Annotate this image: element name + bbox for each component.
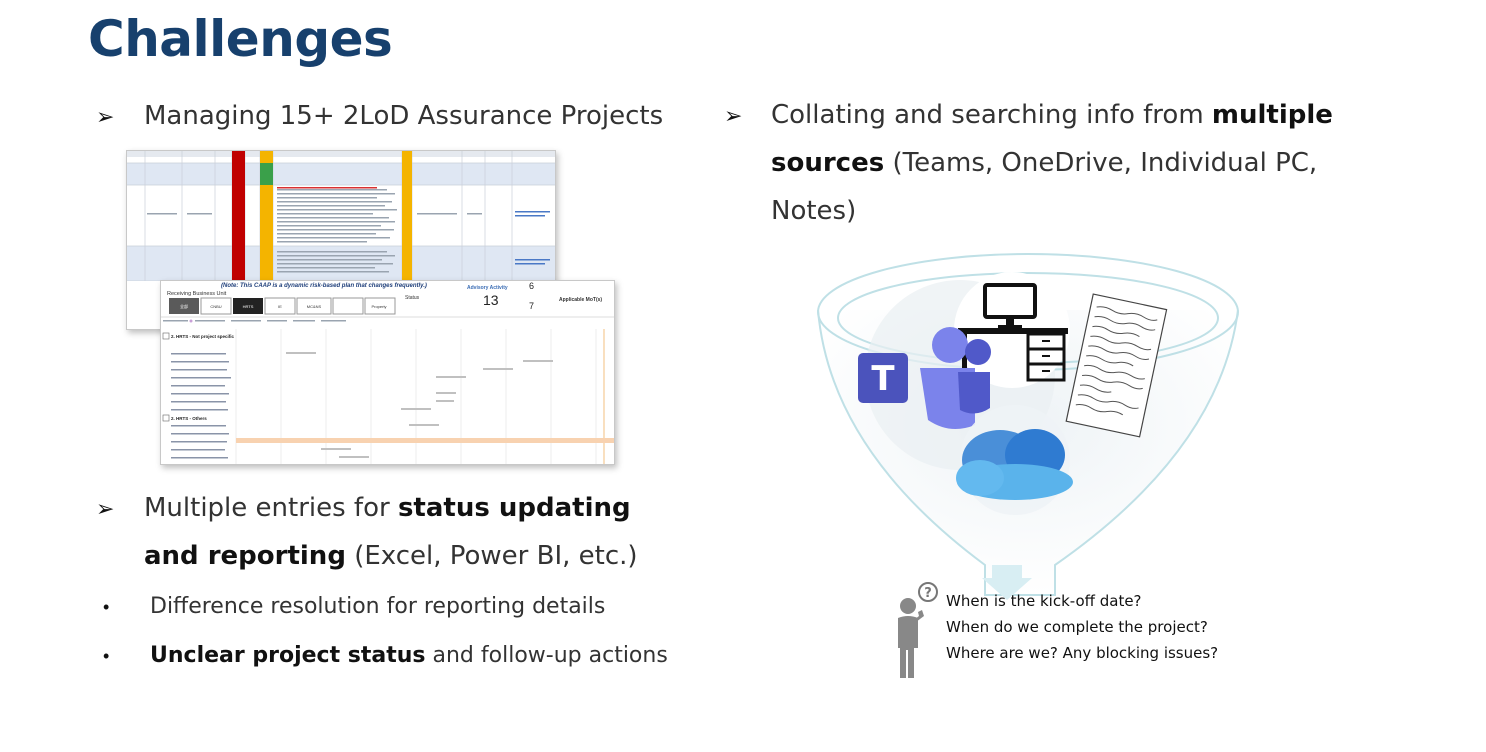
advisory-label: Advisory Activity <box>467 285 508 291</box>
bullet-dot-icon: • <box>103 646 110 666</box>
bullet-status: Multiple entries for status updating and… <box>144 484 664 580</box>
notes-icon <box>1065 293 1168 438</box>
page-title: Challenges <box>88 10 393 68</box>
question-icon: ? <box>918 582 938 602</box>
teams-icon: T <box>858 327 991 429</box>
status-bold: status updating and reporting <box>144 493 631 571</box>
sources-pre: Collating and searching info from <box>771 100 1212 130</box>
bullet-dot-icon: • <box>103 597 110 617</box>
sub-bullet-unclear: Unclear project status and follow-up act… <box>150 643 668 668</box>
unit-button-label: Property <box>371 304 386 309</box>
sub-bullet-difference: Difference resolution for reporting deta… <box>150 594 606 619</box>
dashboard-note: (Note: This CAAP is a dynamic risk-based… <box>221 283 427 289</box>
funnel-illustration: T <box>817 253 1239 600</box>
thinking-person-icon: ? <box>898 582 938 678</box>
status-label: Status <box>405 295 420 301</box>
question-list: When is the kick-off date? When do we co… <box>946 588 1218 666</box>
unit-button-label: CNBU <box>210 304 221 309</box>
question-item: When do we complete the project? <box>946 618 1208 636</box>
count-b: 7 <box>529 301 534 311</box>
status-pre: Multiple entries for <box>144 493 398 523</box>
arrow-bullet-icon: ➢ <box>96 104 115 129</box>
onedrive-icon <box>956 405 1073 515</box>
advisory-count: 13 <box>483 292 499 308</box>
sources-post: (Teams, OneDrive, Individual PC, Notes) <box>771 148 1318 226</box>
unit-button-label: HRTS <box>243 304 254 309</box>
group-b-label: 2. HRTS - Others <box>171 416 207 421</box>
count-a: 6 <box>529 281 534 291</box>
question-item: Where are we? Any blocking issues? <box>946 644 1219 662</box>
bullet-projects: Managing 15+ 2LoD Assurance Projects <box>144 101 664 131</box>
status-post: (Excel, Power BI, etc.) <box>345 541 638 571</box>
question-item: When is the kick-off date? <box>946 592 1142 610</box>
sources-bold: multiple sources <box>771 100 1333 178</box>
bullet-sources: Collating and searching info from multip… <box>771 91 1371 235</box>
unit-button-label: IE <box>278 304 282 309</box>
receiving-unit-label: Receiving Business Unit <box>167 291 227 297</box>
arrow-bullet-icon: ➢ <box>724 103 743 128</box>
powerbi-dashboard-screenshot: (Note: This CAAP is a dynamic risk-based… <box>160 280 615 465</box>
unit-button-label: MC&NS <box>307 304 322 309</box>
unit-button-label: 全部 <box>180 303 188 309</box>
applicable-label: Applicable MoT(s) <box>559 297 602 303</box>
unclear-bold: Unclear project status <box>150 643 426 668</box>
group-a-label: 2. HRTS - Not project specific <box>171 334 235 339</box>
svg-text:T: T <box>871 359 895 399</box>
arrow-bullet-icon: ➢ <box>96 496 115 521</box>
svg-text:?: ? <box>924 586 932 601</box>
unclear-post: and follow-up actions <box>425 643 668 668</box>
